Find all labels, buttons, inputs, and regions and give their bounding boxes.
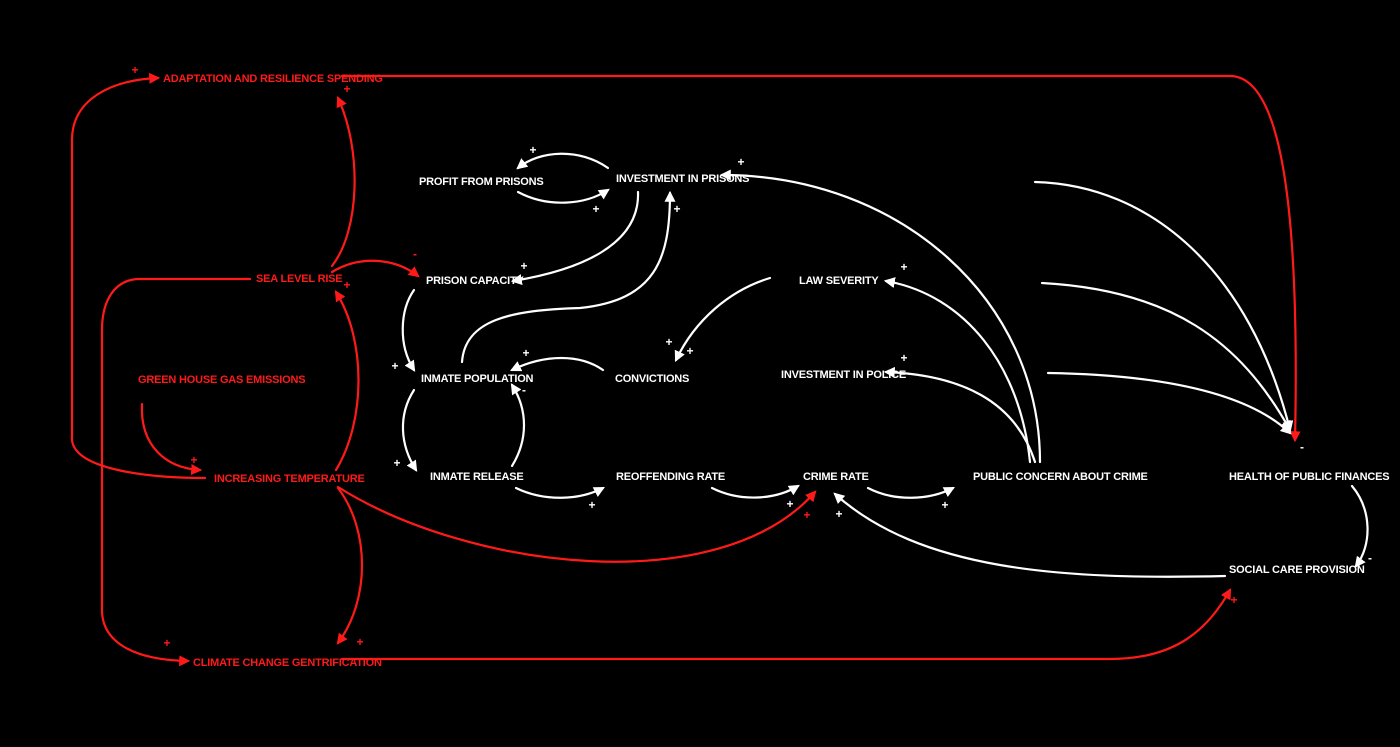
link-inmatepop-to-investprisons: [460, 190, 676, 364]
polarity-reoffending-crimerate: +: [786, 497, 793, 511]
link-policeinvestment-to-finances: [1046, 371, 1292, 435]
polarity-lawseverity-convictions: +: [665, 335, 672, 349]
polarity-temperature-crimerate: +: [803, 508, 810, 522]
node-inmate-population: INMATE POPULATION: [421, 373, 534, 385]
node-crime-rate: CRIME RATE: [803, 471, 869, 483]
link-sealevel-to-adaptation: [330, 96, 356, 268]
polarity-sealevel-adaptation: +: [343, 82, 350, 96]
node-inmate-release: INMATE RELEASE: [430, 471, 524, 483]
link-crimerate-to-publicconcern: [866, 486, 955, 499]
node-reoffending-rate: REOFFENDING RATE: [616, 471, 725, 483]
node-investment-in-police: INVESTMENT IN POLICE: [781, 369, 906, 381]
polarity-gentrification-socialcare: +: [1230, 593, 1237, 607]
polarity-policeinvestment-finances: -: [1300, 440, 1304, 454]
link-inmaterelease-to-inmatepop: [510, 383, 526, 468]
polarity-profit-investprisons: +: [592, 202, 599, 216]
polarity-temperature-sealevel: +: [343, 278, 350, 292]
node-convictions: CONVICTIONS: [615, 373, 689, 385]
link-temperature-to-adaptation: [70, 72, 207, 480]
climate-links: [70, 72, 1301, 667]
polarity-convictions-inmatepop: +: [522, 346, 529, 360]
node-prison-capacity: PRISON CAPACITY: [426, 275, 525, 287]
polarity-inmaterelease-reoffending: +: [588, 498, 595, 512]
polarity-publicconcern-investprisons: +: [737, 155, 744, 169]
link-inmaterelease-to-reoffending: [514, 486, 605, 499]
node-climate-change-gentrification: CLIMATE CHANGE GENTRIFICATION: [193, 657, 382, 669]
polarity-inmaterelease-inmatepop: -: [522, 383, 526, 397]
link-convictions-to-inmatepop: [510, 356, 605, 372]
polarity-lawseverity-convictions-2: +: [686, 344, 693, 358]
link-profit-to-investprisons: [516, 188, 610, 204]
node-sea-level-rise: SEA LEVEL RISE: [256, 273, 342, 285]
node-adaptation-spending: ADAPTATION AND RESILIENCE SPENDING: [163, 73, 383, 85]
polarity-inmatepop-investprisons: +: [673, 202, 680, 216]
node-social-care-provision: SOCIAL CARE PROVISION: [1229, 564, 1365, 576]
polarity-greenhouse-temperature: +: [190, 453, 197, 467]
node-increasing-temperature: INCREASING TEMPERATURE: [214, 473, 365, 485]
link-socialcare-to-crimerate: [833, 492, 1227, 578]
link-sealevel-to-prisoncapacity: [330, 259, 420, 278]
link-publicconcern-to-lawseverity: [883, 277, 1032, 464]
link-prisoncapacity-to-inmatepop: [401, 288, 416, 372]
polarity-crimerate-publicconcern: +: [941, 498, 948, 512]
link-sealevel-to-gentrification: [100, 277, 252, 667]
node-profit-from-prisons: PROFIT FROM PRISONS: [419, 176, 544, 188]
polarity-temperature-gentrification: +: [356, 635, 363, 649]
node-law-severity: LAW SEVERITY: [799, 275, 879, 287]
link-publicconcern-to-investprisons: [719, 169, 1042, 464]
polarity-signs: + + - + + + + + + + + + + + + + + - + + …: [131, 63, 1372, 650]
link-investprisons-to-finances: [1033, 180, 1294, 433]
polarity-inmatepop-inmaterelease: +: [393, 456, 400, 470]
node-investment-in-prisons: INVESTMENT IN PRISONS: [616, 173, 749, 185]
nodes: ADAPTATION AND RESILIENCE SPENDING SEA L…: [138, 73, 1390, 669]
polarity-investprisons-prisoncapacity: +: [520, 259, 527, 273]
polarity-publicconcern-policeinvestment: +: [900, 351, 907, 365]
link-temperature-to-gentrification: [336, 486, 364, 645]
link-temperature-to-crimerate: [336, 485, 817, 563]
polarity-socialcare-crimerate: +: [835, 507, 842, 521]
node-health-of-public-finances: HEALTH OF PUBLIC FINANCES: [1229, 471, 1389, 483]
link-finances-to-socialcare: [1350, 484, 1369, 568]
polarity-sealevel-gentrification: +: [163, 636, 170, 650]
link-investprisons-to-profit: [516, 152, 610, 170]
polarity-sealevel-prisoncapacity: -: [413, 247, 417, 261]
node-public-concern-about-crime: PUBLIC CONCERN ABOUT CRIME: [973, 471, 1148, 483]
link-publicconcern-to-policeinvestment: [883, 366, 1037, 464]
polarity-investprisons-profit: +: [529, 143, 536, 157]
link-greenhouse-to-temperature: [140, 402, 203, 475]
polarity-temperature-adaptation: +: [131, 63, 138, 77]
link-lawseverity-to-finances: [1040, 281, 1292, 432]
link-adaptation-to-finances: [340, 74, 1301, 443]
human-links: [401, 152, 1369, 578]
link-gentrification-to-socialcare: [340, 588, 1232, 661]
polarity-prisoncapacity-inmatepop: +: [391, 359, 398, 373]
polarity-finances-socialcare: -: [1368, 551, 1372, 565]
link-temperature-to-sealevel: [334, 290, 360, 472]
node-greenhouse-gas-emissions: GREEN HOUSE GAS EMISSIONS: [138, 374, 305, 386]
link-investprisons-to-prisoncapacity: [510, 190, 640, 285]
polarity-publicconcern-lawseverity: +: [900, 260, 907, 274]
link-inmatepop-to-inmaterelease: [401, 388, 418, 472]
link-lawseverity-to-convictions: [674, 276, 772, 362]
link-reoffending-to-crimerate: [710, 484, 800, 499]
